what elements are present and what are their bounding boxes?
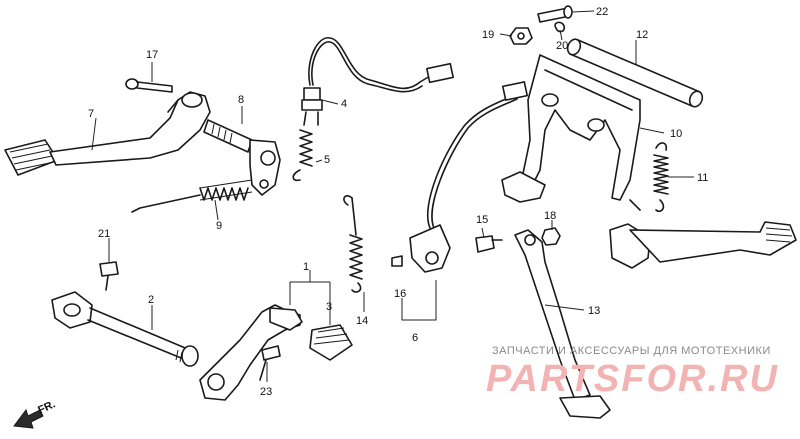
callout-19: 19 <box>482 29 494 41</box>
callout-14: 14 <box>356 315 368 327</box>
callout-20: 20 <box>556 40 568 52</box>
pin-20 <box>554 21 566 33</box>
callout-21: 21 <box>98 228 110 240</box>
callout-13: 13 <box>588 305 600 317</box>
bolt-17 <box>125 78 173 93</box>
watermark-tagline: ЗАПЧАСТИ И АКСЕССУАРЫ ДЛЯ МОТОТЕХНИКИ <box>492 345 771 357</box>
brake-pedal <box>4 91 211 176</box>
callout-9: 9 <box>216 220 222 232</box>
bolt-23 <box>259 345 281 381</box>
stand-spring <box>653 142 669 213</box>
brake-switch <box>292 37 454 182</box>
bolt-21 <box>99 261 119 291</box>
shift-pedal <box>199 304 353 401</box>
bolt-15 <box>475 235 503 253</box>
callout-5: 5 <box>324 154 330 166</box>
callout-10: 10 <box>670 128 682 140</box>
callout-numbers: 1 2 3 4 5 6 7 8 9 10 11 12 13 14 15 16 1… <box>88 6 708 398</box>
callout-23: 23 <box>260 386 272 398</box>
spring-14 <box>343 195 363 293</box>
pivot-shaft <box>203 119 281 196</box>
front-direction-marker: FR. <box>13 398 57 429</box>
main-stand <box>501 54 797 269</box>
callout-8: 8 <box>238 94 244 106</box>
callout-22: 22 <box>596 6 608 18</box>
shift-link <box>51 291 199 367</box>
callout-16: 16 <box>394 288 406 300</box>
callout-7: 7 <box>88 108 94 120</box>
bolt-22 <box>537 5 573 23</box>
callout-12: 12 <box>636 29 648 41</box>
watermark-brand: PARTSFOR.RU <box>486 358 779 400</box>
callout-11: 11 <box>697 172 708 184</box>
nut-19 <box>509 27 533 45</box>
callout-4: 4 <box>341 98 347 110</box>
stand-shaft <box>566 38 704 108</box>
leader-lines <box>91 10 694 382</box>
front-arrow-icon <box>13 408 44 429</box>
side-stand <box>514 229 611 419</box>
sidestand-switch <box>391 81 529 273</box>
callout-3: 3 <box>326 301 332 313</box>
callout-18: 18 <box>544 210 556 222</box>
nut-18 <box>541 227 561 246</box>
callout-17: 17 <box>146 49 158 61</box>
callout-15: 15 <box>476 214 488 226</box>
callout-6: 6 <box>412 332 418 344</box>
callout-1: 1 <box>303 261 309 273</box>
callout-2: 2 <box>148 294 154 306</box>
front-label: FR. <box>36 398 57 416</box>
return-spring <box>131 179 253 213</box>
